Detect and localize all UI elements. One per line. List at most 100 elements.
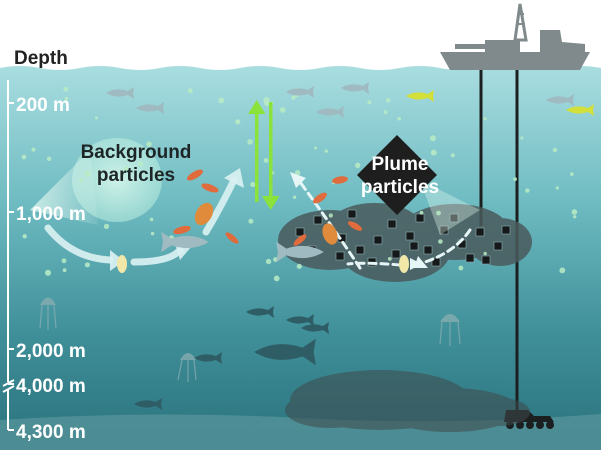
- particle-dot: [63, 86, 69, 92]
- plume-particle: [481, 255, 491, 265]
- particle-dot: [483, 251, 487, 256]
- particle-dot: [294, 170, 301, 176]
- fish-icon: [136, 102, 164, 114]
- particle-dot: [84, 170, 91, 177]
- particle-dot: [123, 166, 129, 172]
- fish-group: [106, 82, 594, 410]
- particle-dot: [383, 110, 388, 115]
- particle-dot: [279, 107, 286, 113]
- particle-dot: [429, 135, 436, 142]
- particle-dot: [78, 178, 84, 183]
- plume-diamond-marker: [357, 135, 437, 215]
- plume-particle: [295, 227, 305, 237]
- particle-dot: [292, 195, 297, 199]
- particle-dot: [458, 265, 464, 271]
- particle-dot: [263, 97, 270, 104]
- particle-dot: [263, 158, 269, 163]
- particle-dot: [250, 181, 256, 188]
- particle-dot: [218, 97, 225, 104]
- plume-particle: [347, 209, 357, 219]
- fish-icon: [316, 106, 344, 118]
- plume-particle: [465, 253, 475, 263]
- particle-dot: [483, 117, 487, 121]
- particle-dot: [103, 223, 110, 229]
- jellyfish-icon: [39, 297, 461, 382]
- plume-particle: [501, 225, 511, 235]
- particle-dot: [387, 257, 392, 261]
- particle-dot: [571, 209, 578, 215]
- particle-dot: [355, 162, 361, 168]
- depth-1000m: 1,000 m: [16, 204, 86, 225]
- particle-dot: [187, 88, 193, 94]
- copepod-icon: [117, 255, 409, 273]
- fish-icon: [286, 86, 314, 98]
- vertical-migration-arrows-icon: [248, 100, 280, 210]
- particle-dot: [296, 263, 302, 269]
- fish-icon: [286, 314, 314, 326]
- drill-ship-icon: [440, 3, 590, 70]
- particle-dot: [430, 149, 437, 156]
- depth-4000m: 4,000 m: [16, 376, 86, 397]
- plume-particle: [475, 227, 485, 237]
- plume-particle: [449, 213, 459, 223]
- plume-particle: [335, 251, 345, 261]
- particle-dot: [247, 139, 253, 145]
- depth-scale: [2, 80, 15, 431]
- plume-particle: [431, 257, 441, 267]
- light-beam: [30, 150, 98, 225]
- particle-dot: [149, 217, 154, 222]
- depth-2000m: 2,000 m: [16, 341, 86, 362]
- plume-particle: [493, 241, 503, 251]
- particle-dot: [397, 116, 401, 121]
- particle-dot: [436, 210, 441, 216]
- plume-label-line2: particles: [361, 177, 439, 198]
- particle-dot: [137, 161, 144, 167]
- plume-particle: [439, 225, 449, 235]
- plume-particle: [409, 241, 419, 251]
- particle-dot: [150, 231, 155, 236]
- fish-icon: [194, 352, 222, 364]
- particle-dot: [95, 116, 98, 120]
- particle-dot: [385, 98, 391, 103]
- depth-title: Depth: [14, 48, 68, 69]
- particle-dot: [62, 268, 67, 273]
- particle-dot: [235, 119, 241, 125]
- background-particles: [21, 86, 578, 282]
- particle-dot: [84, 262, 90, 268]
- depth-200m: 200 m: [16, 95, 70, 116]
- background-label-line2: particles: [97, 165, 175, 186]
- particle-dot: [64, 96, 69, 101]
- particle-dot: [265, 258, 272, 265]
- plume-particle: [373, 235, 383, 245]
- particle-dot: [22, 234, 27, 239]
- fish-icon: [546, 94, 574, 106]
- plume-light-beam: [420, 180, 480, 235]
- larval-fish-icon: [194, 202, 338, 245]
- particle-dot: [525, 188, 530, 193]
- particle-dot: [573, 215, 577, 219]
- fish-icon: [341, 82, 369, 94]
- plume-flow-arrowheads: [290, 172, 428, 270]
- fish-icon: [246, 306, 274, 318]
- particle-dot: [419, 210, 424, 215]
- particle-dot: [367, 100, 372, 105]
- particle-dot: [559, 267, 566, 274]
- fish-icon: [134, 398, 162, 410]
- particle-dot: [61, 258, 67, 264]
- fish-icon: [254, 338, 316, 366]
- plume-particle: [387, 219, 397, 229]
- fish-icon: [161, 231, 209, 253]
- particle-dot: [555, 186, 559, 190]
- particle-dot: [44, 269, 52, 276]
- particle-dot: [570, 172, 574, 177]
- particle-dot: [291, 95, 296, 100]
- particle-dot: [513, 177, 517, 182]
- fish-icon: [301, 322, 329, 334]
- particle-dot: [248, 218, 254, 224]
- particle-dot: [273, 275, 280, 282]
- particle-dot: [46, 156, 52, 161]
- fish-icon: [276, 241, 324, 263]
- particle-dot: [31, 147, 36, 152]
